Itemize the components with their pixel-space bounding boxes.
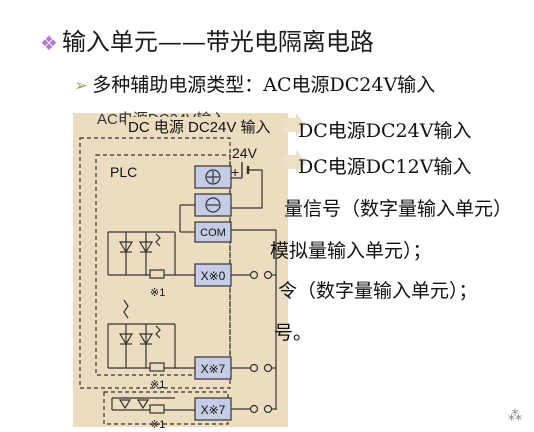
terminal-x7-second-label: X※7 xyxy=(201,403,226,417)
terminal-x0-label: X※0 xyxy=(201,269,226,283)
slide-title: ❖输入单元——带光电隔离电路 xyxy=(40,22,374,57)
panel-label-background xyxy=(126,117,286,135)
note-label-1: ※1 xyxy=(150,287,165,299)
note-label-3: ※1 xyxy=(150,419,165,431)
plc-dashed-enclosure xyxy=(95,154,231,376)
optocoupler-group-1 xyxy=(107,231,195,279)
arrow-shape-1 xyxy=(284,113,306,137)
slide-title-text: 输入单元——带光电隔离电路 xyxy=(61,28,374,56)
minus-terminal-icon xyxy=(205,197,221,213)
plc-label: PLC xyxy=(110,164,137,180)
arrow-bullet-icon: ➢ xyxy=(74,76,89,96)
switch-x7-second xyxy=(231,404,276,414)
optocoupler-group-2 xyxy=(107,299,195,372)
subtitle-text: 多种辅助电源类型：AC电源DC24V输入 xyxy=(92,74,436,96)
diagram-panel-background xyxy=(73,113,288,427)
plus-mark: + xyxy=(231,164,239,180)
arrow-shape-2 xyxy=(284,150,306,174)
panel-label: DC 电源 DC24V 输入 xyxy=(128,119,271,136)
com-label: COM xyxy=(200,227,226,239)
terminal-x7-label: X※7 xyxy=(201,362,226,376)
watermark-icon: ⁂ xyxy=(508,408,522,424)
text-line-5: 令（数字量输入单元）； xyxy=(278,280,478,302)
switch-x0 xyxy=(231,270,276,280)
plus-terminal-icon xyxy=(205,169,221,185)
text-line-1: DC电源DC24V输入 xyxy=(298,120,472,142)
text-line-4: 模拟量输入单元）； xyxy=(270,240,432,262)
voltage-label: 24V xyxy=(232,145,258,161)
diamond-bullet-icon: ❖ xyxy=(40,31,58,55)
text-line-3: 量信号（数字量输入单元） xyxy=(284,198,513,220)
note-label-2: ※1 xyxy=(150,379,165,391)
optocoupler-group-3 xyxy=(111,397,195,414)
text-line-6: 号。 xyxy=(274,322,313,344)
supply-minus-wire xyxy=(230,169,263,209)
text-line-2: DC电源DC12V输入 xyxy=(298,156,472,178)
subtitle-line: ➢多种辅助电源类型：AC电源DC24V输入 xyxy=(74,70,435,97)
switch-x7 xyxy=(231,363,276,373)
